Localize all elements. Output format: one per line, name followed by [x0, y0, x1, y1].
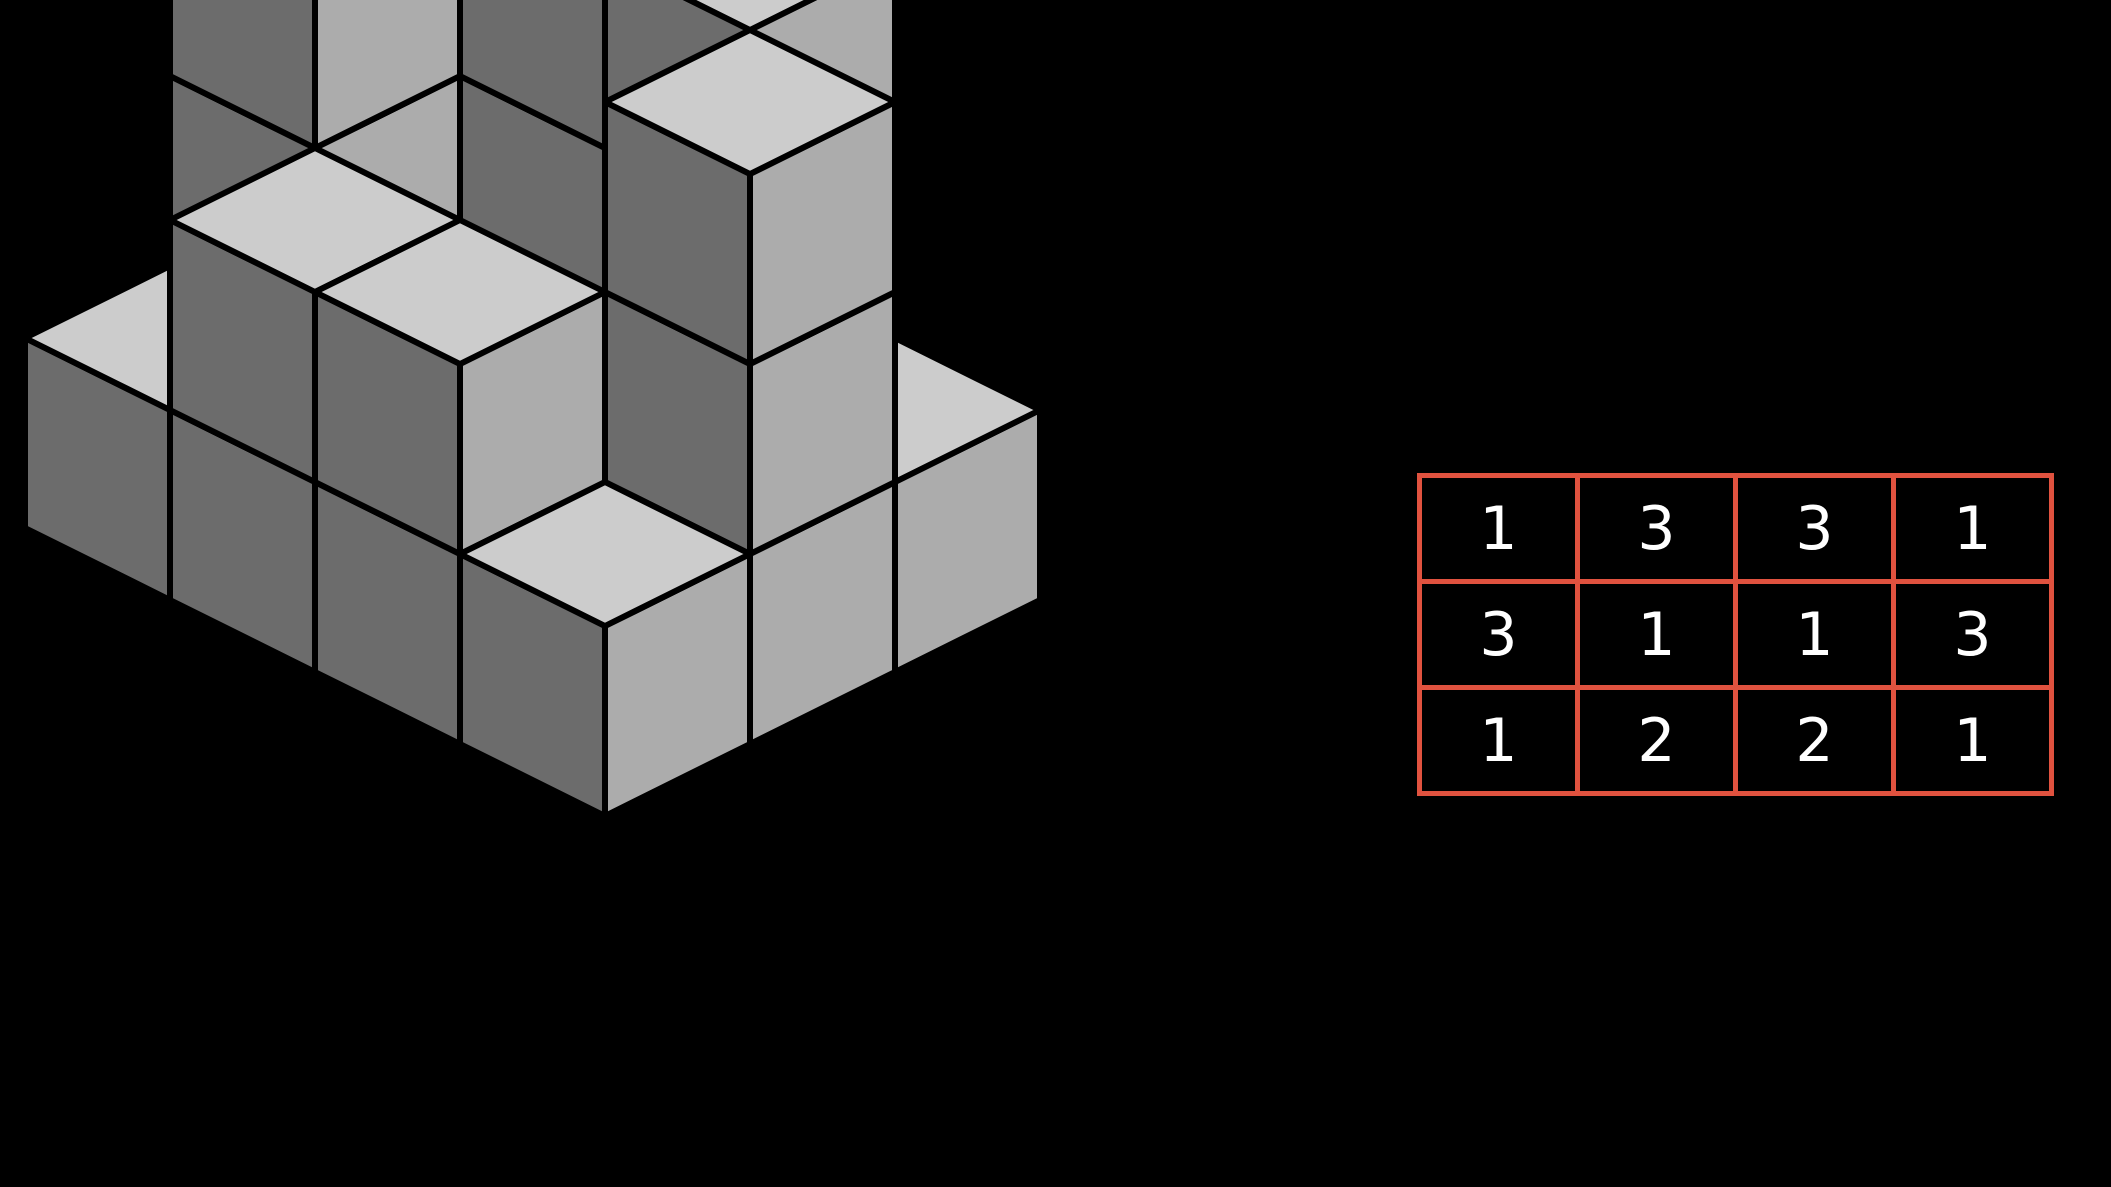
table-row: 3 1 1 3 — [1417, 579, 2054, 690]
cube-top-face — [602, 27, 898, 177]
table-cell: 1 — [1417, 473, 1580, 584]
table-cell: 3 — [1417, 579, 1580, 690]
cube-right-face — [312, 0, 463, 151]
cube-top-face — [457, 479, 753, 629]
table-row: 1 3 3 1 — [1417, 473, 2054, 584]
table-cell: 2 — [1733, 685, 1896, 796]
cube-icon — [457, 479, 753, 819]
table-cell: 1 — [1891, 473, 2054, 584]
table-cell: 1 — [1733, 579, 1896, 690]
cube-top-face — [312, 217, 608, 367]
table-cell: 3 — [1575, 473, 1738, 584]
cube-icon — [602, 27, 898, 367]
height-map-table: 1 3 3 1 3 1 1 3 1 2 2 1 — [1417, 473, 2054, 796]
table-cell: 3 — [1891, 579, 2054, 690]
table-cell: 3 — [1733, 473, 1896, 584]
table-row: 1 2 2 1 — [1417, 685, 2054, 796]
table-cell: 1 — [1417, 685, 1580, 796]
cube-icon — [312, 217, 608, 557]
table-cell: 1 — [1575, 579, 1738, 690]
cube-icon — [167, 0, 463, 151]
table-cell: 1 — [1891, 685, 2054, 796]
table-cell: 2 — [1575, 685, 1738, 796]
